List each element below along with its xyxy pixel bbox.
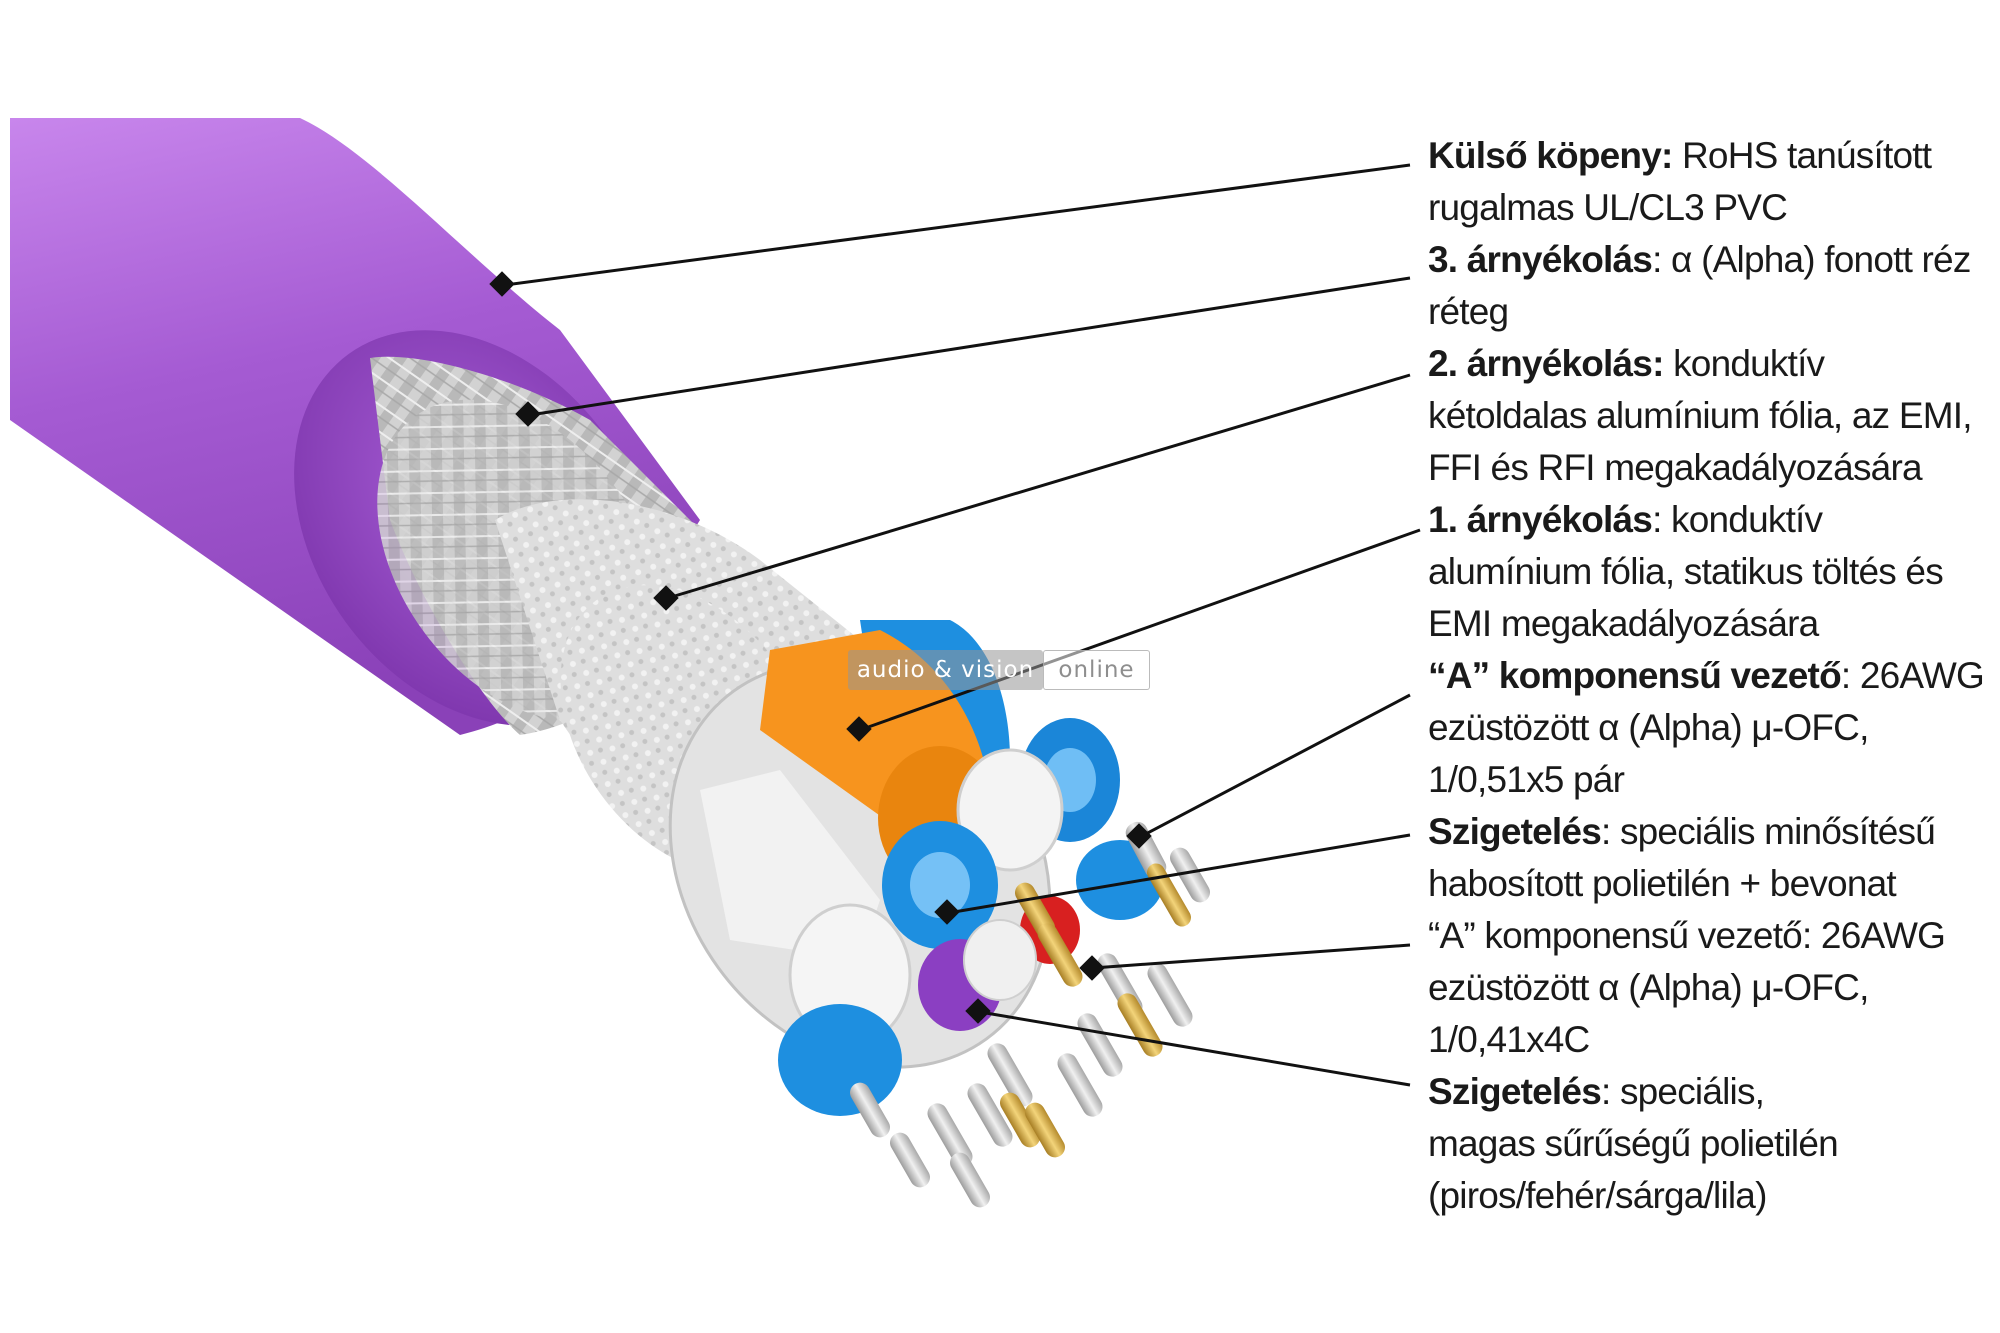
callout-label-3: 2. árnyékolás: konduktív kétoldalas alumí… bbox=[1428, 338, 1993, 494]
callout-text: “A” komponensű vezető: 26AWG bbox=[1428, 915, 1946, 956]
leader-line-7 bbox=[1092, 943, 1411, 970]
callout-text: FFI és RFI megakadályozására bbox=[1428, 447, 1923, 488]
leader-line-4 bbox=[859, 528, 1421, 732]
callout-line: magas sűrűségű polietilén bbox=[1428, 1118, 1993, 1170]
callout-label-4: 1. árnyékolás: konduktív alumínium fólia,… bbox=[1428, 494, 1993, 650]
leader-marker-2 bbox=[515, 401, 541, 427]
leader-marker-3 bbox=[653, 585, 679, 611]
callout-text: : speciális minősítésű bbox=[1600, 811, 1936, 852]
callout-line: Külső köpeny: RoHS tanúsított bbox=[1428, 130, 1993, 182]
callout-line: 3. árnyékolás: α (Alpha) fonott réz bbox=[1428, 234, 1993, 286]
callout-text: ezüstözött α (Alpha) μ-OFC, bbox=[1428, 707, 1869, 748]
callout-line: “A” komponensű vezető: 26AWG bbox=[1428, 650, 1993, 702]
callout-line: Szigetelés: speciális minősítésű bbox=[1428, 806, 1993, 858]
callout-text: : speciális, bbox=[1600, 1071, 1765, 1112]
callout-text: ezüstözött α (Alpha) μ-OFC, bbox=[1428, 967, 1869, 1008]
callout-labels: Külső köpeny: RoHS tanúsított rugalmas UL… bbox=[1428, 130, 1993, 1222]
callout-line: 2. árnyékolás: konduktív bbox=[1428, 338, 1993, 390]
callout-bold-term: 1. árnyékolás bbox=[1428, 499, 1653, 540]
callout-line: (piros/fehér/sárga/lila) bbox=[1428, 1170, 1993, 1222]
callout-text: habosított polietilén + bevonat bbox=[1428, 863, 1897, 904]
leader-line-5 bbox=[1139, 693, 1411, 839]
leader-lines bbox=[504, 163, 1421, 1087]
callout-line: 1/0,41x4C bbox=[1428, 1014, 1993, 1066]
callout-text: 1/0,41x4C bbox=[1428, 1019, 1590, 1060]
callout-line: kétoldalas alumínium fólia, az EMI, bbox=[1428, 390, 1993, 442]
callout-line: ezüstözött α (Alpha) μ-OFC, bbox=[1428, 962, 1993, 1014]
watermark: audio & vision online bbox=[848, 650, 1150, 690]
watermark-right: online bbox=[1043, 650, 1150, 690]
callout-text: rugalmas UL/CL3 PVC bbox=[1428, 187, 1788, 228]
leader-line-1 bbox=[504, 163, 1411, 287]
leader-line-3 bbox=[667, 373, 1411, 600]
callout-text: RoHS tanúsított bbox=[1672, 135, 1932, 176]
leader-marker-8 bbox=[965, 998, 991, 1024]
callout-text: réteg bbox=[1428, 291, 1509, 332]
leader-line-6 bbox=[947, 833, 1411, 915]
callout-line: habosított polietilén + bevonat bbox=[1428, 858, 1993, 910]
leader-marker-6 bbox=[934, 899, 960, 925]
callout-text: 1/0,51x5 pár bbox=[1428, 759, 1625, 800]
leader-line-8 bbox=[979, 1010, 1411, 1087]
callout-bold-term: 2. árnyékolás: bbox=[1428, 343, 1664, 384]
callout-text: konduktív bbox=[1663, 343, 1825, 384]
callout-text: magas sűrűségű polietilén bbox=[1428, 1123, 1839, 1164]
callout-label-1: Külső köpeny: RoHS tanúsított rugalmas UL… bbox=[1428, 130, 1993, 234]
callout-bold-term: Szigetelés bbox=[1428, 811, 1602, 852]
callout-line: 1/0,51x5 pár bbox=[1428, 754, 1993, 806]
callout-bold-term: Szigetelés bbox=[1428, 1071, 1602, 1112]
callout-line: FFI és RFI megakadályozására bbox=[1428, 442, 1993, 494]
callout-label-6: Szigetelés: speciális minősítésű habosíto… bbox=[1428, 806, 1993, 910]
leader-line-2 bbox=[529, 276, 1411, 417]
callout-bold-term: Külső köpeny: bbox=[1428, 135, 1673, 176]
callout-text: : α (Alpha) fonott réz bbox=[1652, 239, 1971, 280]
callout-text: alumínium fólia, statikus töltés és bbox=[1428, 551, 1944, 592]
callout-label-5: “A” komponensű vezető: 26AWG ezüstözött α… bbox=[1428, 650, 1993, 806]
leader-marker-4 bbox=[846, 716, 872, 742]
callout-line: alumínium fólia, statikus töltés és bbox=[1428, 546, 1993, 598]
callout-label-8: Szigetelés: speciális, magas sűrűségű pol… bbox=[1428, 1066, 1993, 1222]
callout-line: “A” komponensű vezető: 26AWG bbox=[1428, 910, 1993, 962]
callout-text: kétoldalas alumínium fólia, az EMI, bbox=[1428, 395, 1973, 436]
callout-line: rugalmas UL/CL3 PVC bbox=[1428, 182, 1993, 234]
leader-marker-1 bbox=[489, 271, 515, 297]
callout-line: Szigetelés: speciális, bbox=[1428, 1066, 1993, 1118]
callout-label-2: 3. árnyékolás: α (Alpha) fonott réz réteg bbox=[1428, 234, 1993, 338]
callout-line: EMI megakadályozására bbox=[1428, 598, 1993, 650]
callout-line: 1. árnyékolás: konduktív bbox=[1428, 494, 1993, 546]
callout-line: réteg bbox=[1428, 286, 1993, 338]
callout-bold-term: 3. árnyékolás bbox=[1428, 239, 1653, 280]
watermark-left: audio & vision bbox=[848, 650, 1043, 690]
callout-text: EMI megakadályozására bbox=[1428, 603, 1819, 644]
callout-text: : konduktív bbox=[1652, 499, 1823, 540]
callout-bold-term: “A” komponensű vezető bbox=[1428, 655, 1842, 696]
callout-text: : 26AWG bbox=[1840, 655, 1985, 696]
callout-text: (piros/fehér/sárga/lila) bbox=[1428, 1175, 1767, 1216]
callout-label-7: “A” komponensű vezető: 26AWG ezüstözött α… bbox=[1428, 910, 1993, 1066]
callout-line: ezüstözött α (Alpha) μ-OFC, bbox=[1428, 702, 1993, 754]
